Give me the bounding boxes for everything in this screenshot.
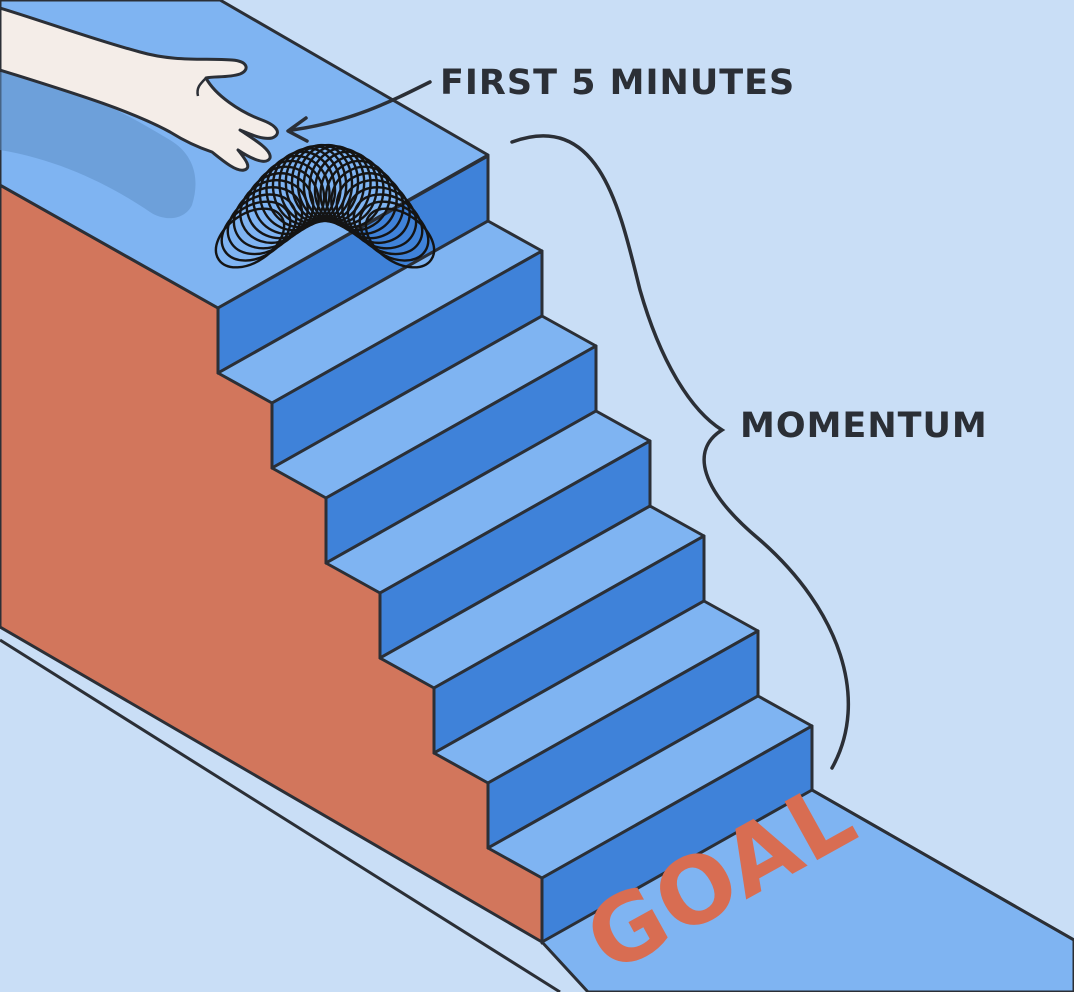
spring-coil (258, 159, 326, 232)
arm-shadow (0, 72, 196, 219)
spring-coil (364, 207, 436, 269)
momentum-label: MOMENTUM (740, 406, 988, 446)
goal-floor (540, 788, 1074, 992)
slinky-spring-icon (214, 143, 436, 269)
spring-coil (220, 200, 292, 262)
ground-path-edge (0, 638, 561, 992)
spring-coil (252, 165, 320, 235)
curved-arrow-icon (286, 80, 432, 143)
first-five-minutes-label: FIRST 5 MINUTES (440, 63, 795, 103)
hand-icon (0, 6, 279, 172)
spring-coil (214, 207, 286, 269)
goal-floor-far-edge (811, 788, 1074, 942)
staircase (216, 154, 814, 945)
curly-brace-icon (510, 134, 851, 770)
